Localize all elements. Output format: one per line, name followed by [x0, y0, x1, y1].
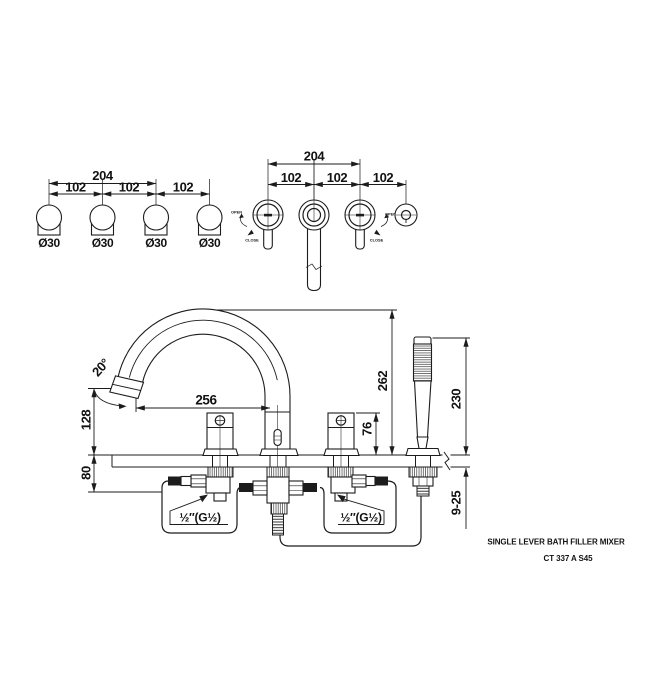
deck-break: [443, 451, 451, 471]
plan-dim-102-3: 102: [173, 180, 194, 195]
front-dimensions: 262 230 9-25 128 80 256 76 20°: [79, 309, 470, 529]
product-name: SINGLE LEVER BATH FILLER MIXER: [487, 538, 625, 547]
dim-128: 128: [79, 410, 94, 431]
top-handle-right: OPEN CLOSE: [344, 199, 396, 250]
tee-underdeck: [239, 466, 317, 536]
dim-262: 262: [375, 371, 390, 392]
diverter-knob: [273, 428, 282, 447]
supply-hoses: [161, 480, 422, 547]
model-code: CT 337 A S45: [544, 554, 594, 563]
dim-76: 76: [360, 422, 375, 436]
thread-callout-left: ½″(G½): [169, 494, 228, 525]
through-deck-shanks: [212, 455, 431, 467]
top-dim-102-2: 102: [327, 170, 348, 185]
plan-hole-3: Ø30: [142, 204, 170, 250]
front-view: 262 230 9-25 128 80 256 76 20°: [79, 308, 470, 547]
spout: [109, 308, 291, 455]
thread-size-left: ½″(G½): [179, 511, 221, 525]
dim-80: 80: [79, 466, 94, 480]
top-view: 204 102 102 102 OPEN CLOSE: [231, 149, 418, 292]
handshower-hose: [279, 496, 422, 547]
open-label-right: OPEN: [385, 212, 396, 217]
close-label-right: CLOSE: [370, 238, 384, 243]
left-valve-underdeck: [168, 466, 234, 502]
plan-hole-1-dia: Ø30: [38, 236, 60, 250]
dim-256: 256: [195, 393, 217, 408]
front-handle-left: [202, 412, 239, 467]
spout-flange: [259, 448, 299, 457]
front-handle-right: [323, 412, 360, 467]
top-handle-left: OPEN CLOSE: [231, 199, 284, 250]
plan-dim-102-2: 102: [119, 180, 140, 195]
break-line: [305, 263, 323, 270]
close-label-left: CLOSE: [245, 238, 259, 243]
plan-view: 204 102 102 102 Ø30 Ø30 Ø30 Ø30: [35, 168, 223, 250]
plan-hole-4-dia: Ø30: [199, 236, 221, 250]
open-label-left: OPEN: [231, 210, 242, 215]
plan-dim-overall: 204: [92, 168, 114, 183]
plan-hole-4: Ø30: [196, 204, 223, 250]
plan-dim-102-1: 102: [65, 180, 86, 195]
top-shower-holder: [394, 203, 418, 227]
spout-outline: [117, 308, 291, 455]
top-spout: [298, 159, 330, 292]
thread-callout-right: ½″(G½): [337, 494, 385, 525]
hand-shower: [405, 336, 441, 457]
plan-hole-2-dia: Ø30: [92, 236, 114, 250]
shower-underdeck: [408, 466, 438, 497]
top-dim-overall: 204: [304, 149, 326, 164]
top-dim-102-1: 102: [281, 170, 302, 185]
plan-hole-1: Ø30: [35, 204, 63, 250]
dim-20deg: 20°: [89, 355, 113, 379]
angle-arrow: [118, 403, 127, 410]
dim-9-25: 9-25: [449, 491, 464, 516]
title-block: SINGLE LEVER BATH FILLER MIXER CT 337 A …: [487, 538, 625, 564]
plan-hole-3-dia: Ø30: [145, 236, 167, 250]
top-dim-102-3: 102: [373, 170, 394, 185]
thread-size-right: ½″(G½): [340, 511, 382, 525]
dim-230: 230: [449, 389, 464, 410]
right-valve-underdeck: [327, 466, 388, 502]
plan-hole-2: Ø30: [89, 204, 116, 250]
